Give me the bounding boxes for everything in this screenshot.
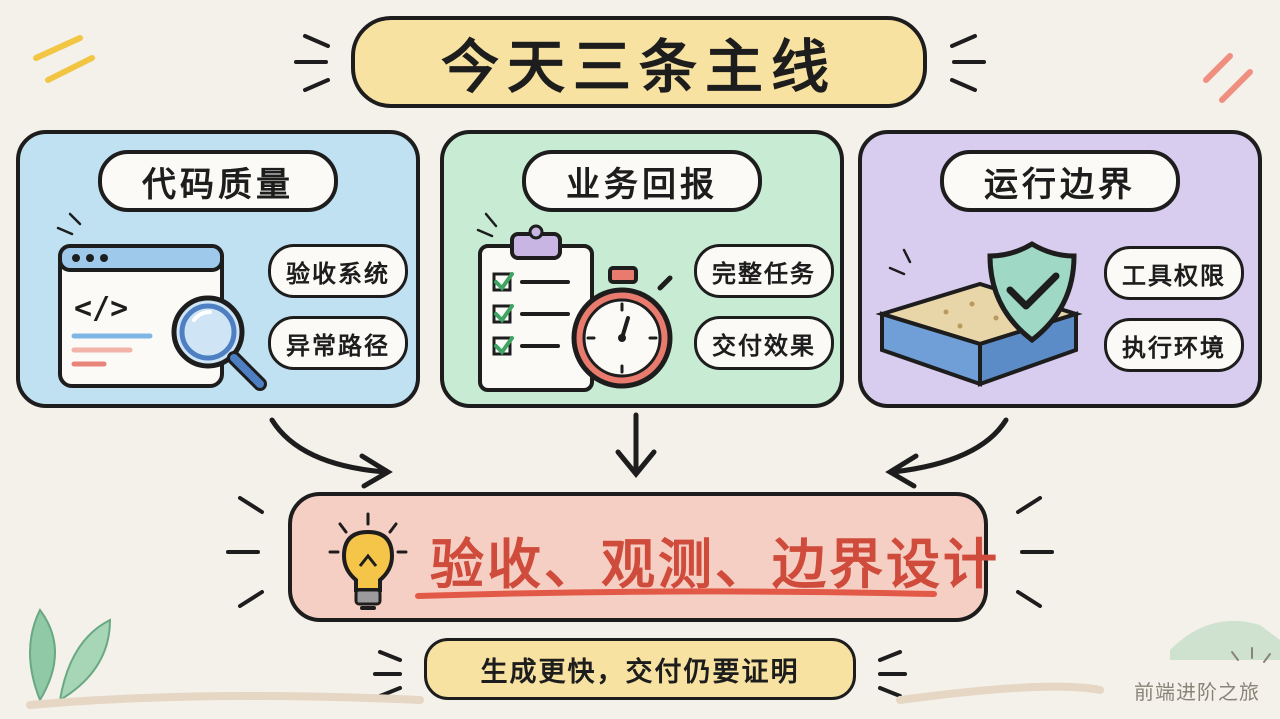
main-title: 今天三条主线 bbox=[440, 33, 837, 101]
conclusion-box: 验收、观测、边界设计 bbox=[288, 492, 997, 622]
card-code-quality: 代码质量 </> 验收系统 异常路径 bbox=[16, 130, 420, 408]
stopwatch-icon bbox=[571, 266, 673, 389]
leaf-icon bbox=[26, 608, 424, 709]
pill-exception-paths: 异常路径 bbox=[268, 316, 408, 370]
lightbulb-icon bbox=[328, 512, 408, 610]
flow-arrows bbox=[269, 412, 1009, 489]
card-title-business-return: 业务回报 bbox=[522, 150, 762, 212]
watermark: 前端进阶之旅 bbox=[1134, 680, 1260, 704]
pill-tool-permissions: 工具权限 bbox=[1104, 246, 1244, 300]
pill-complete-task: 完整任务 bbox=[694, 244, 834, 298]
pill-execution-environment: 执行环境 bbox=[1104, 318, 1244, 372]
shield-check-icon bbox=[987, 241, 1077, 344]
card-runtime-boundary: 运行边界 工具权限 执行环境 bbox=[858, 130, 1262, 408]
conclusion-text: 验收、观测、边界设计 bbox=[430, 533, 1000, 596]
main-title-banner: 今天三条主线 bbox=[351, 16, 927, 108]
pill-acceptance-system: 验收系统 bbox=[268, 244, 408, 298]
magnifier-icon bbox=[171, 295, 267, 391]
card-business-return: 业务回报 完整任务 交付效果 bbox=[440, 130, 844, 408]
svg-text:</>: </> bbox=[74, 291, 128, 326]
conclusion-underline bbox=[415, 588, 937, 599]
card-title-runtime-boundary: 运行边界 bbox=[940, 150, 1180, 212]
pill-delivery-effect: 交付效果 bbox=[694, 316, 834, 370]
card-title-code-quality: 代码质量 bbox=[98, 150, 338, 212]
clipboard-checklist-icon bbox=[476, 212, 594, 392]
subtitle-box: 生成更快，交付仍要证明 bbox=[424, 638, 856, 700]
